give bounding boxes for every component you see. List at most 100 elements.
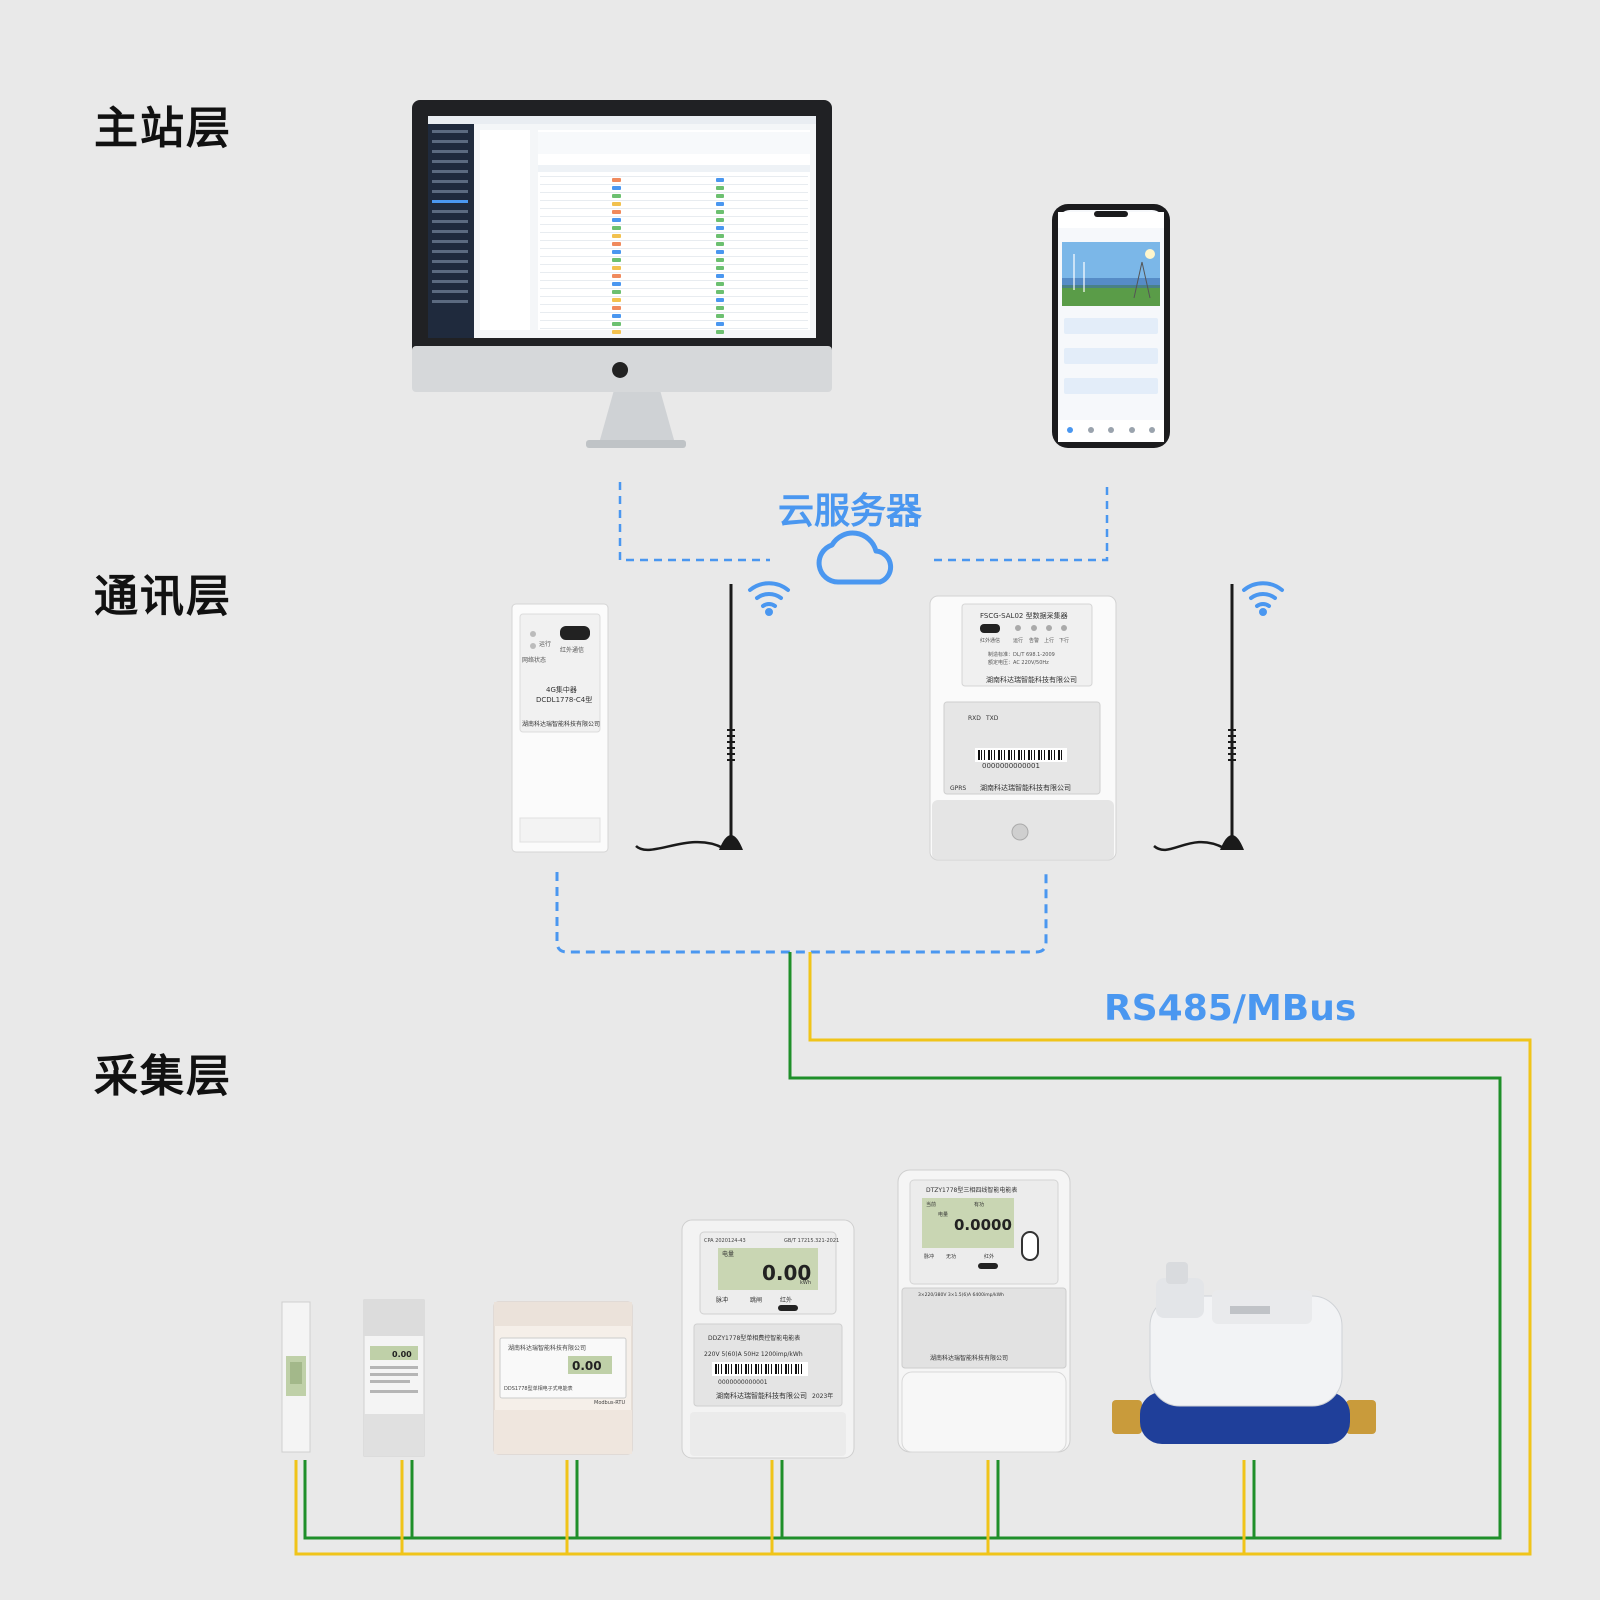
concentrator-name: 4G集中器 — [546, 685, 577, 694]
monitor-status-tag — [612, 218, 621, 222]
barcode-bar — [798, 1364, 799, 1374]
barcode-bar — [984, 750, 985, 760]
meter-sp-year: 2023年 — [812, 1392, 833, 1400]
barcode-bar — [728, 1364, 729, 1374]
monitor-action-tag — [716, 210, 724, 214]
monitor-status-tag — [612, 226, 621, 230]
meter-sp-title: DDZY1778型单相费控智能电能表 — [708, 1334, 800, 1342]
collector-device: FSCG-SAL02 型数据采集器 红外通信 运行 告警 上行 下行 制造标准：… — [929, 595, 1117, 861]
concentrator-company: 湖南科达瑞智能科技有限公司 — [522, 720, 600, 728]
desktop-monitor-icon — [412, 100, 832, 448]
meter-tp-label-energy: 电量 — [938, 1211, 948, 1218]
monitor-sidebar-item — [432, 300, 468, 303]
monitor-status-tag — [612, 194, 621, 198]
concentrator-model: DCDL1778-C4型 — [536, 695, 592, 704]
collector-company-lower: 湖南科达瑞智能科技有限公司 — [980, 783, 1071, 792]
monitor-table-row — [540, 232, 808, 233]
monitor-action-tag — [716, 274, 724, 278]
layer-label-collect: 采集层 — [94, 1051, 232, 1102]
monitor-status-tag — [612, 330, 621, 334]
monitor-status-tag — [612, 250, 621, 254]
barcode-bar — [1014, 750, 1015, 760]
monitor-sidebar-item — [432, 220, 468, 223]
monitor-table-row — [540, 216, 808, 217]
water-meter-icon — [1112, 1262, 1376, 1444]
barcode-bar — [768, 1364, 769, 1374]
meter-sp-label-ir: 红外 — [780, 1296, 792, 1304]
barcode-bar — [1018, 750, 1020, 760]
meter-sp-spec: 220V 5(60)A 50Hz 1200imp/kWh — [704, 1351, 803, 1358]
smartphone-icon — [1052, 204, 1170, 448]
barcode-bar — [741, 1364, 742, 1374]
meter-din-narrow — [281, 1301, 311, 1453]
meter-sp-label-pulse: 脉冲 — [716, 1296, 728, 1304]
barcode-bar — [1054, 750, 1055, 760]
monitor-table-row — [540, 264, 808, 265]
barcode-bar — [801, 1364, 802, 1374]
barcode-bar — [981, 750, 982, 760]
meter-tp-label-active: 有功 — [974, 1201, 984, 1208]
monitor-action-tag — [716, 250, 724, 254]
barcode-bar — [765, 1364, 767, 1374]
monitor-action-tag — [716, 306, 724, 310]
collector-rxd: RXD — [968, 715, 981, 722]
monitor-sidebar-item — [432, 290, 468, 293]
cloud-icon — [816, 530, 894, 585]
barcode-bar — [721, 1364, 722, 1374]
monitor-status-tag — [612, 234, 621, 238]
meter-din-company: 湖南科达瑞智能科技有限公司 — [508, 1344, 586, 1352]
barcode-bar — [1001, 750, 1002, 760]
barcode-bar — [788, 1364, 789, 1374]
monitor-status-tag — [612, 290, 621, 294]
barcode-bar — [775, 1364, 777, 1374]
monitor-action-tag — [716, 218, 724, 222]
barcode-bar — [1041, 750, 1042, 760]
monitor-table-row — [540, 296, 808, 297]
comm-dashed-link — [555, 872, 1048, 954]
monitor-sidebar-item — [432, 230, 468, 233]
monitor-status-tag — [612, 210, 621, 214]
collector-indicator-4: 下行 — [1059, 637, 1069, 644]
monitor-table-row — [540, 176, 808, 177]
barcode-bar — [991, 750, 992, 760]
barcode-bar — [978, 750, 980, 760]
wifi-icon — [748, 581, 790, 616]
antenna-icon — [635, 584, 743, 852]
meter-single-phase: CPA 2020124-43 GB/T 17215.321-2021 电量 0.… — [681, 1219, 855, 1459]
monitor-table-row — [540, 280, 808, 281]
collector-standard: 制造标准：DL/T 698.1-2009 — [988, 651, 1055, 658]
monitor-table-row — [540, 208, 808, 209]
barcode-bar — [1024, 750, 1025, 760]
monitor-table-row — [540, 288, 808, 289]
barcode-bar — [791, 1364, 792, 1374]
monitor-sidebar-item — [432, 250, 468, 253]
monitor-table-row — [540, 192, 808, 193]
monitor-table-row — [540, 240, 808, 241]
meter-sp-serial: 0000000000001 — [718, 1379, 768, 1386]
collector-tag: GPRS — [950, 785, 966, 792]
monitor-action-tag — [716, 330, 724, 334]
barcode-bar — [738, 1364, 739, 1374]
monitor-action-tag — [716, 202, 724, 206]
collector-indicator-0: 红外通信 — [980, 637, 1000, 644]
monitor-table-row — [540, 200, 808, 201]
meter-din-reading: 0.00 — [572, 1359, 602, 1373]
barcode-bar — [1004, 750, 1005, 760]
monitor-table-row — [540, 312, 808, 313]
cloud-dashed-link — [618, 482, 1109, 562]
monitor-sidebar-item — [432, 280, 468, 283]
monitor-status-tag — [612, 282, 621, 286]
monitor-sidebar-item — [432, 200, 468, 203]
collector-company: 湖南科达瑞智能科技有限公司 — [986, 675, 1077, 684]
meter-tp-label-current: 当前 — [926, 1201, 936, 1208]
monitor-action-tag — [716, 178, 724, 182]
monitor-status-tag — [612, 186, 621, 190]
barcode-bar — [1034, 750, 1035, 760]
monitor-action-tag — [716, 298, 724, 302]
monitor-table-row — [540, 272, 808, 273]
monitor-status-tag — [612, 298, 621, 302]
monitor-action-tag — [716, 282, 724, 286]
monitor-table-row — [540, 320, 808, 321]
barcode-bar — [1008, 750, 1010, 760]
